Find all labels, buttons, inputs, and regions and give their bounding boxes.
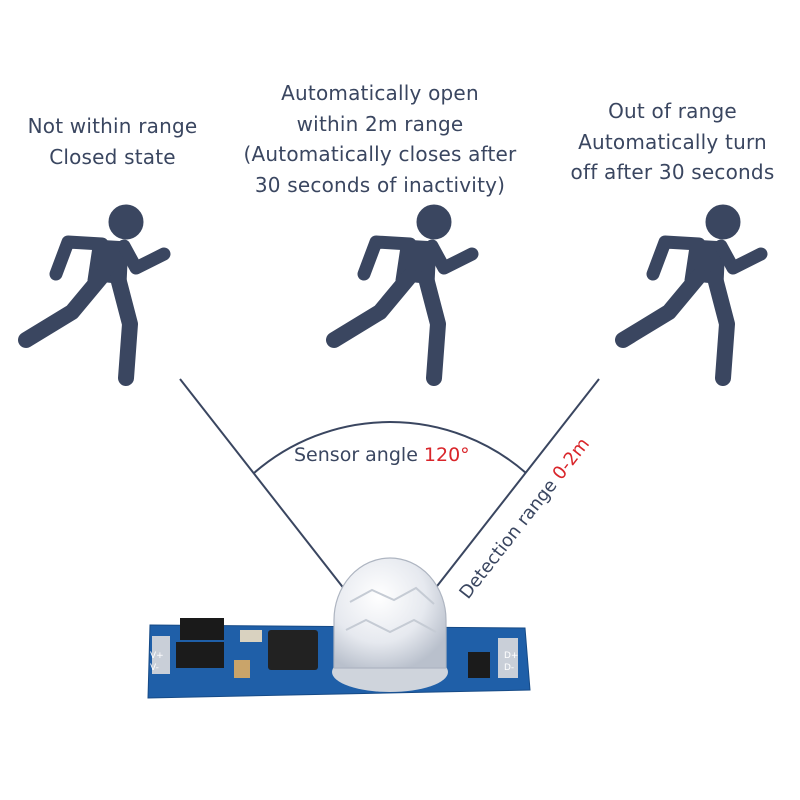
caption-line: Closed state xyxy=(49,144,176,169)
running-person-icon xyxy=(623,205,761,378)
pin-label-v-plus: V+ xyxy=(150,651,164,661)
capacitor xyxy=(234,660,250,678)
caption-out-of-range: Out of range Automatically turn off afte… xyxy=(545,96,800,188)
caption-line: off after 30 seconds xyxy=(570,160,775,184)
detection-range-label: Detection range 0-2m xyxy=(455,434,594,603)
running-person-icon xyxy=(26,205,164,378)
detection-boundary-right xyxy=(433,378,600,591)
pin-label-v-minus: V- xyxy=(150,663,159,673)
caption-line: Automatically open xyxy=(281,81,479,105)
resistor xyxy=(240,630,262,642)
sensor-angle-label: Sensor angle 120° xyxy=(294,444,470,466)
caption-line: Not within range xyxy=(27,114,198,138)
detection-boundary-left xyxy=(179,378,346,591)
transistor xyxy=(468,652,490,678)
caption-line: 30 seconds of inactivity) xyxy=(254,172,506,197)
caption-line: (Automatically closes after xyxy=(243,142,517,166)
caption-in-range: Automatically open within 2m range (Auto… xyxy=(215,78,545,200)
regulator-body xyxy=(176,642,224,668)
pin-label-d-minus: D- xyxy=(504,663,514,673)
solder-pads-left xyxy=(152,636,170,674)
caption-not-in-range: Not within range Closed state xyxy=(0,111,225,172)
voltage-regulator-chip xyxy=(180,618,224,640)
caption-line: within 2m range xyxy=(296,111,464,136)
sensor-angle-arc xyxy=(253,421,527,474)
detection-range-value: 0-2m xyxy=(549,434,594,484)
caption-line: Out of range xyxy=(608,99,737,123)
sensor-angle-value: 120° xyxy=(424,444,470,466)
pin-label-d-plus: D+ xyxy=(504,651,518,661)
caption-line: Automatically turn xyxy=(578,129,767,154)
pir-dome-sensor xyxy=(332,557,448,692)
solder-pads-right xyxy=(498,638,518,678)
ic-chip xyxy=(268,630,318,670)
sensor-angle-prefix: Sensor angle xyxy=(294,444,424,466)
running-person-icon xyxy=(334,205,472,378)
detection-range-prefix: Detection range xyxy=(455,471,565,603)
